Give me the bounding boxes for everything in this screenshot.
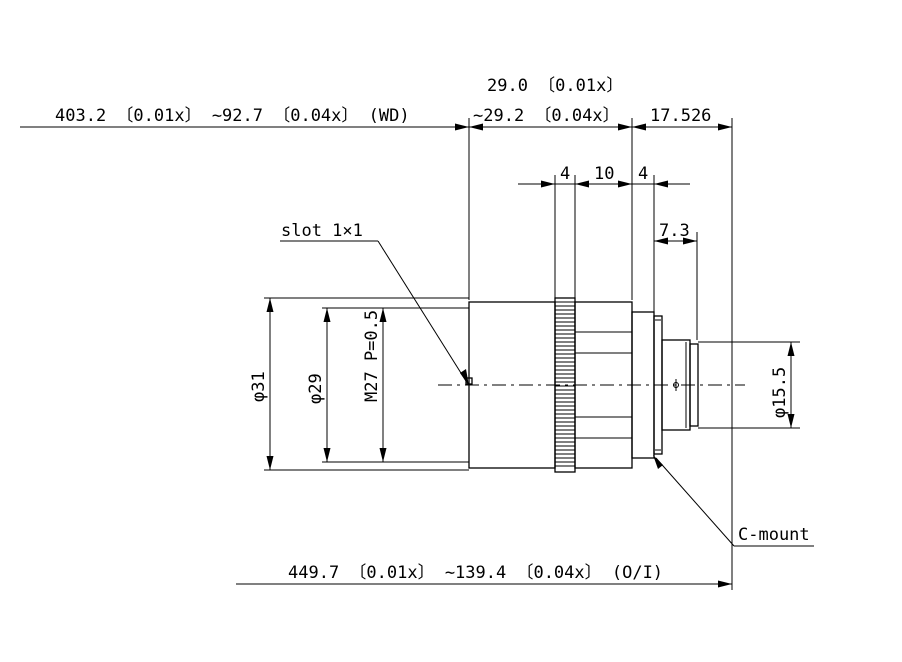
slot-callout: slot 1×1 — [280, 221, 469, 386]
slot-label: slot 1×1 — [281, 221, 363, 241]
oi-dimension: 449.7 〔0.01x〕 ∼139.4 〔0.04x〕 (O/I) — [236, 563, 732, 588]
body-length-dimension: 29.0 〔0.01x〕 ∼29.2 〔0.04x〕 — [469, 76, 632, 131]
filter-thread-label: M27 P=0.5 — [362, 310, 382, 402]
c-mount-label: C-mount — [738, 525, 810, 545]
seg-c-label: 4 — [638, 164, 648, 184]
dia-mount-dimension: φ15.5 — [698, 341, 800, 429]
body-length-bottom-label: ∼29.2 〔0.04x〕 — [473, 106, 620, 126]
knurl-lines — [555, 301, 575, 467]
seg-a-label: 4 — [560, 164, 570, 184]
flange-back-label: 17.526 — [650, 106, 711, 126]
thread-depth-label: 7.3 — [659, 221, 690, 241]
dia-inner-label: φ29 — [306, 373, 326, 404]
filter-thread-dimension: M27 P=0.5 — [362, 308, 387, 462]
dia-inner-dimension: φ29 — [306, 308, 331, 462]
wd-dimension: 403.2 〔0.01x〕 ∼92.7 〔0.04x〕 (WD) — [20, 106, 469, 131]
thread-depth-dimension: 7.3 — [654, 221, 698, 340]
segment-chain-dimension: 4 10 4 — [518, 164, 690, 316]
dia-outer-label: φ31 — [249, 371, 269, 402]
oi-label: 449.7 〔0.01x〕 ∼139.4 〔0.04x〕 (O/I) — [288, 563, 663, 583]
seg-b-label: 10 — [594, 164, 614, 184]
body-length-top-label: 29.0 〔0.01x〕 — [487, 76, 623, 96]
flange-back-dimension: 17.526 — [632, 106, 732, 131]
wd-label: 403.2 〔0.01x〕 ∼92.7 〔0.04x〕 (WD) — [55, 106, 410, 126]
dia-mount-label: φ15.5 — [770, 367, 790, 418]
dia-outer-dimension: φ31 — [249, 298, 274, 470]
c-mount-callout: C-mount — [653, 455, 814, 547]
